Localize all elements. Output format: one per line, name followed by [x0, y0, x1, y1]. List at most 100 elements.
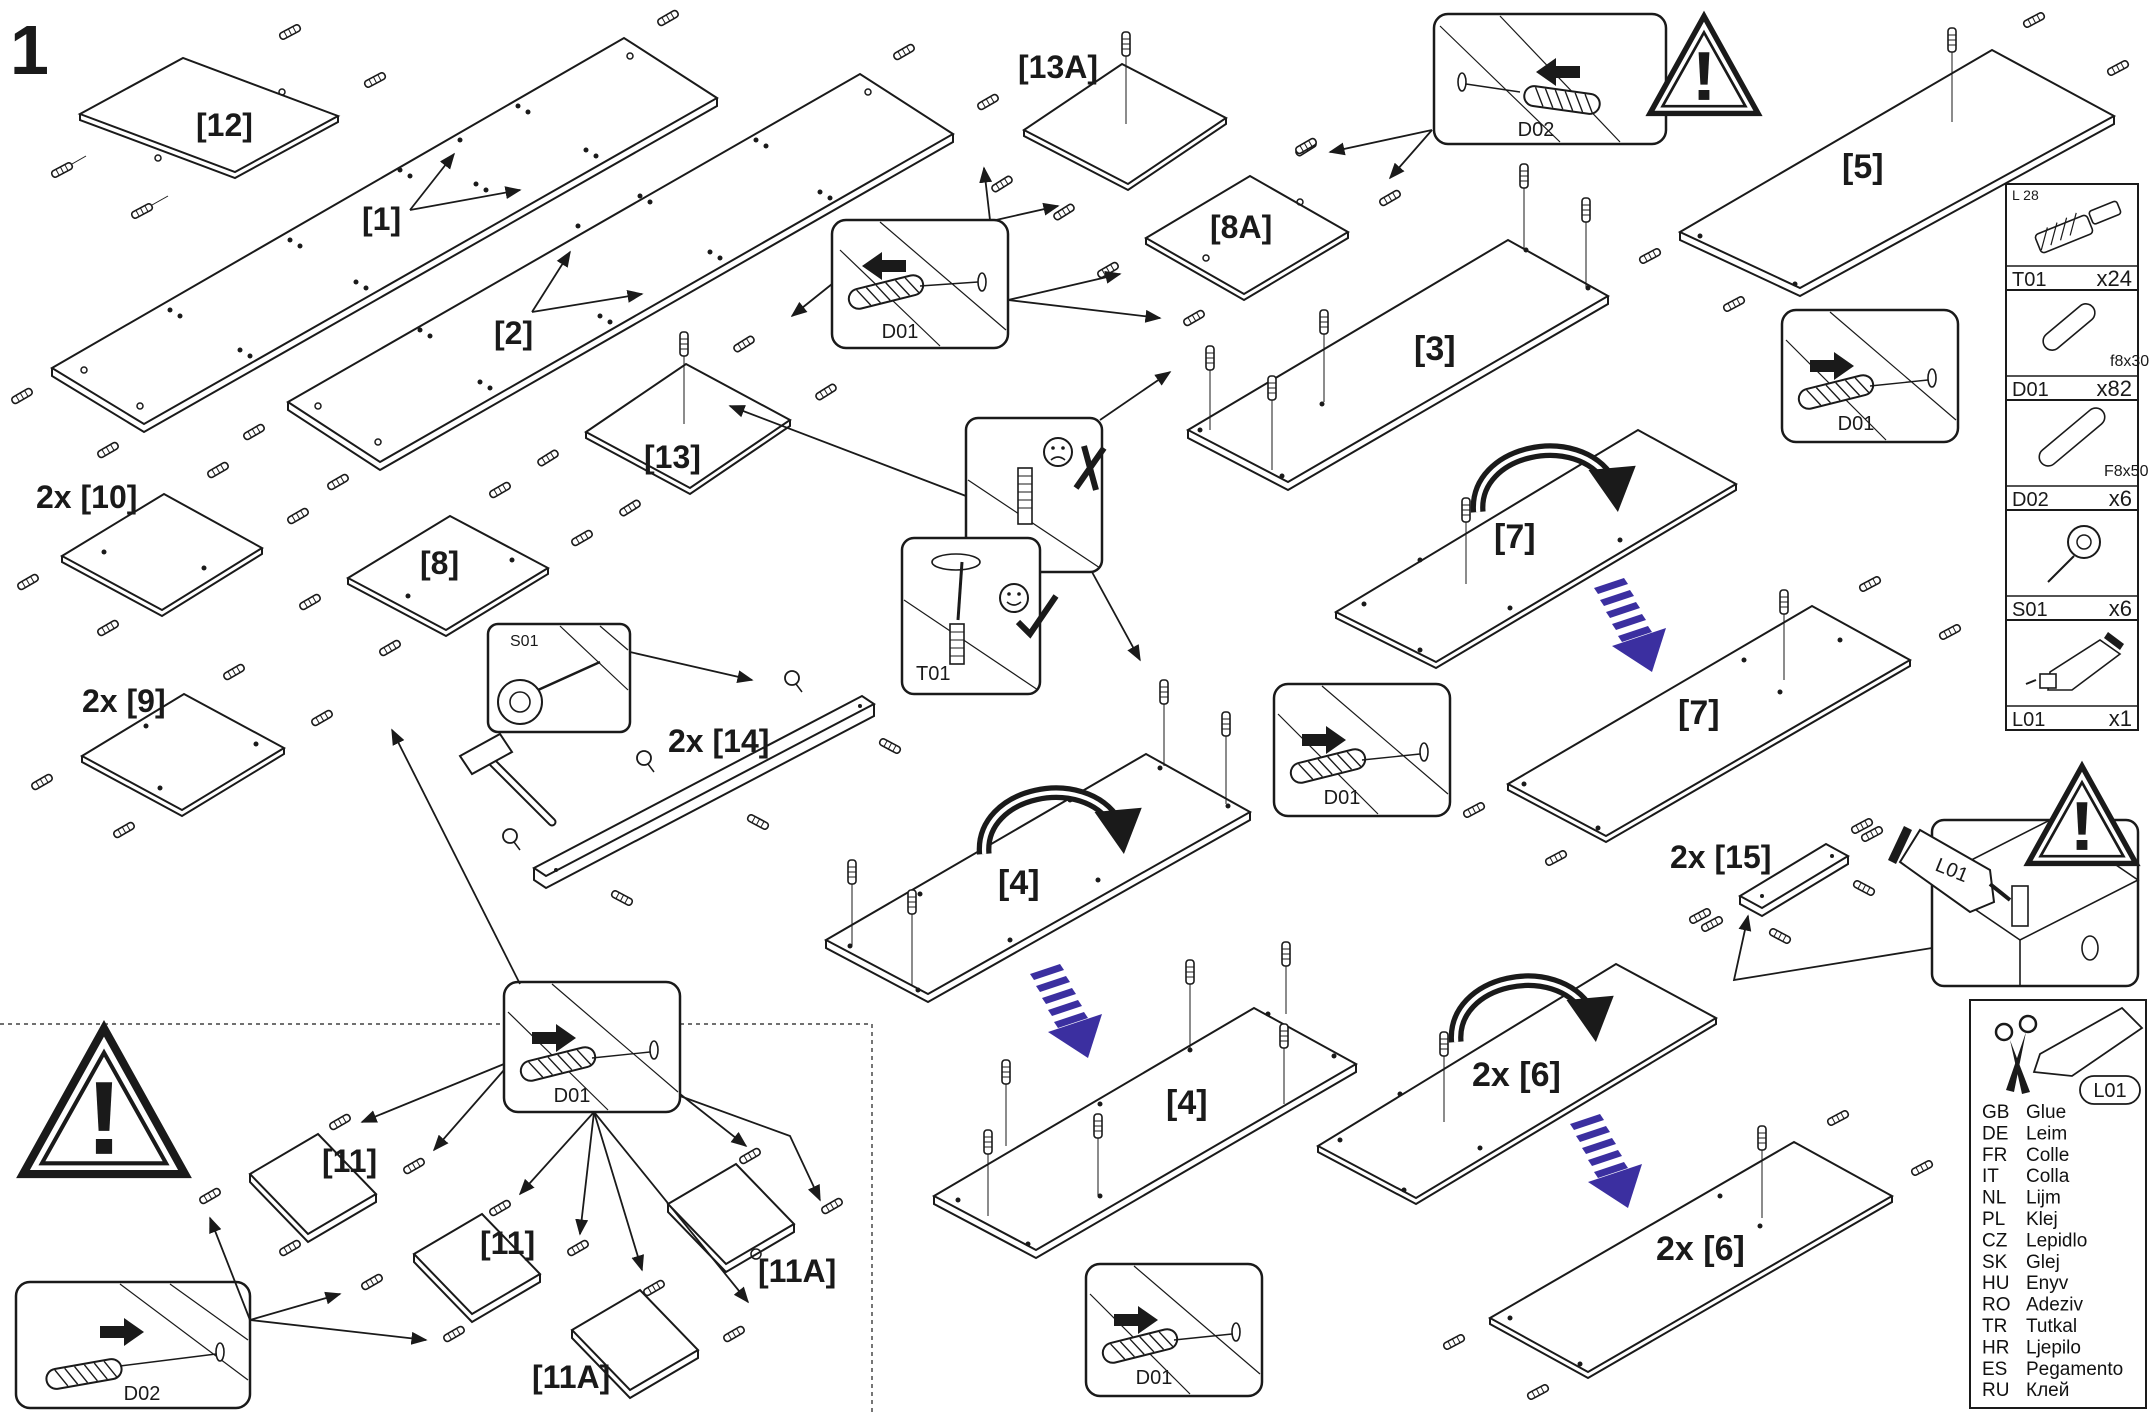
s01-code: S01	[2012, 599, 2048, 621]
label-4-upper: [4]	[998, 864, 1040, 902]
glue-lang-word: Ljepilo	[2026, 1337, 2081, 1358]
panel-11-upper	[197, 1112, 427, 1258]
label-11-lower: [11]	[480, 1225, 535, 1261]
glue-tube-legend-icon	[2032, 1006, 2144, 1077]
label-13: [13]	[644, 439, 701, 475]
label-9: 2x [9]	[82, 683, 166, 719]
panel-8A	[1095, 136, 1403, 328]
callout-s01	[486, 622, 632, 734]
glue-lang-word: Glue	[2026, 1102, 2066, 1123]
check-icon	[1015, 594, 1059, 639]
warning-icon-right	[2028, 766, 2136, 863]
glide-3	[502, 828, 521, 851]
glue-lang-word: Lepidlo	[2026, 1230, 2087, 1251]
callout-d01-lower-label: D01	[554, 1085, 591, 1107]
label-3: [3]	[1414, 330, 1456, 368]
glue-lang-code: TR	[1982, 1316, 2007, 1337]
callout-s01-label: S01	[510, 633, 539, 650]
label-10: 2x [10]	[36, 479, 137, 515]
panel-7-upper	[1333, 428, 1739, 670]
d02-qty: x6	[2109, 486, 2132, 511]
direction-arrow-icon-3	[1570, 1114, 1642, 1208]
glue-lang-code: DE	[1982, 1123, 2008, 1144]
callout-d02-top	[1432, 12, 1668, 146]
callout-d02-top-label: D02	[1518, 119, 1555, 141]
panel-6-lower	[1441, 1108, 1935, 1402]
panel-15	[1687, 816, 1885, 946]
panel-5	[1637, 10, 2131, 314]
glue-legend	[1969, 999, 2147, 1409]
callout-d01-mid	[830, 218, 1010, 350]
l01-code: L01	[2012, 709, 2045, 731]
glue-lang-word: Adeziv	[2026, 1295, 2084, 1316]
t01-spec: L 28	[2012, 187, 2039, 203]
label-6-upper: 2x [6]	[1472, 1056, 1561, 1094]
glue-lang-code: PL	[1982, 1209, 2005, 1230]
panel-11A-bottom	[570, 1278, 747, 1400]
panel-13	[536, 331, 838, 518]
glue-lang-code: ES	[1982, 1359, 2007, 1380]
panel-10	[15, 460, 311, 638]
label-8A: [8A]	[1210, 209, 1272, 245]
glue-lang-word: Colla	[2026, 1166, 2070, 1187]
callout-d01-bottom-label: D01	[1136, 1367, 1173, 1389]
panel-4-lower	[931, 941, 1359, 1260]
s01-qty: x6	[2109, 596, 2132, 621]
label-7-lower: [7]	[1678, 694, 1720, 732]
direction-arrow-icon-2	[1030, 964, 1102, 1058]
t01-code: T01	[2012, 269, 2046, 291]
callout-d01-mid-label: D01	[882, 321, 919, 343]
callout-d01-center	[1272, 682, 1452, 818]
label-2: [2]	[494, 315, 533, 351]
direction-arrow-icon-1	[1594, 578, 1666, 672]
panel-8	[297, 480, 595, 658]
glue-badge-label: L01	[2093, 1080, 2126, 1102]
label-12: [12]	[196, 107, 253, 143]
panel-3	[1185, 163, 1611, 492]
label-11A-right: [11A]	[758, 1253, 836, 1289]
panel-11A-right	[666, 1146, 845, 1274]
hammer-icon	[458, 732, 557, 827]
callout-d01-right	[1780, 308, 1960, 444]
glue-lang-word: Leim	[2026, 1123, 2067, 1144]
cross-icon	[1073, 445, 1107, 491]
label-11-upper: [11]	[322, 1143, 377, 1179]
glue-lang-code: FR	[1982, 1145, 2007, 1166]
warning-icon-left	[23, 1028, 185, 1174]
glue-lang-code: IT	[1982, 1166, 1999, 1187]
label-5: [5]	[1842, 148, 1884, 186]
label-11A-bottom: [11A]	[532, 1359, 610, 1395]
glue-lang-word: Klej	[2026, 1209, 2058, 1230]
t01-qty: x24	[2097, 266, 2132, 291]
glue-lang-code: SK	[1982, 1252, 2008, 1273]
callout-d01-center-label: D01	[1324, 787, 1361, 809]
d01-dowel-icon	[2042, 303, 2096, 351]
hardware-table	[2005, 183, 2139, 731]
l01-glue-icon	[2025, 632, 2124, 691]
glide-1	[784, 670, 803, 693]
d02-code: D02	[2012, 489, 2049, 511]
d01-qty: x82	[2097, 376, 2132, 401]
panel-9	[29, 662, 335, 840]
s01-glide-icon	[2047, 525, 2101, 583]
glue-lang-word: Клей	[2026, 1380, 2069, 1401]
label-14: 2x [14]	[668, 723, 769, 759]
glue-lang-word: Tutkal	[2026, 1316, 2077, 1337]
callout-d02-bottom	[14, 1280, 252, 1410]
label-6-lower: 2x [6]	[1656, 1230, 1745, 1268]
panel-1	[9, 8, 719, 460]
step-number: 1	[10, 11, 49, 89]
panel-4-upper	[823, 679, 1253, 1004]
glue-lang-code: HR	[1982, 1337, 2009, 1358]
d01-spec: f8x30	[2110, 353, 2149, 370]
l01-qty: x1	[2109, 706, 2132, 731]
glue-lang-code: GB	[1982, 1102, 2009, 1123]
glue-lang-code: RO	[1982, 1295, 2011, 1316]
callout-t01-wrong	[964, 416, 1107, 574]
panel-6-upper	[1315, 962, 1719, 1206]
panel-13A	[990, 31, 1318, 222]
callout-t01-right	[900, 536, 1059, 696]
callout-t01-label: T01	[916, 663, 950, 685]
